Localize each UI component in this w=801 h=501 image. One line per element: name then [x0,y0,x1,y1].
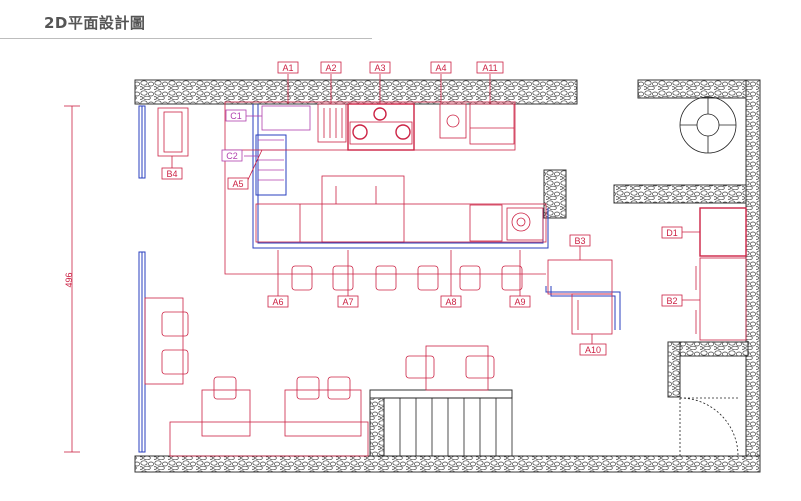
label-a4: A4 [430,61,452,74]
page-title: 2D平面設計圖 [44,14,146,32]
prep-table [321,175,405,243]
svg-text:D1: D1 [666,228,678,238]
label-d1: D1 [661,226,683,239]
svg-text:C1: C1 [230,111,242,121]
svg-text:A3: A3 [374,63,385,73]
label-b2: B2 [661,294,683,307]
svg-text:B4: B4 [166,169,177,179]
sink [261,105,311,131]
label-b3: B3 [569,234,591,247]
unit-d1 [699,207,747,257]
back-counter [255,203,547,243]
svg-text:A2: A2 [325,63,336,73]
steamer [469,204,503,242]
dimension-line: 496 [64,105,80,453]
svg-text:B3: B3 [574,236,585,246]
svg-text:A1: A1 [282,63,293,73]
svg-text:A9: A9 [514,297,525,307]
round-table [679,96,737,154]
walls [134,79,761,473]
svg-text:A10: A10 [585,345,601,355]
label-a6: A6 [267,295,289,308]
equipment-row [157,101,547,275]
svg-text:C2: C2 [226,151,238,161]
svg-text:A8: A8 [445,297,456,307]
label-a9: A9 [509,295,531,308]
cashier-area [547,207,747,341]
storage-shelves [383,397,513,457]
label-a1: A1 [277,61,299,74]
griddle [439,103,467,139]
window-frames [138,105,146,453]
svg-text:A7: A7 [342,297,353,307]
svg-text:A4: A4 [435,63,446,73]
label-a5: A5 [227,177,249,190]
svg-text:A5: A5 [232,179,243,189]
fridge-b4 [157,107,189,157]
counter-a11 [469,103,515,145]
title-divider [0,38,372,39]
label-a11: A11 [476,61,504,74]
label-a8: A8 [440,295,462,308]
label-a2: A2 [320,61,342,74]
svg-text:A6: A6 [272,297,283,307]
fryer [317,103,347,143]
label-b4: B4 [161,167,183,180]
unit-b2 [699,257,747,341]
bar-stools [291,265,523,291]
dimension-label: 496 [64,272,74,287]
label-a10: A10 [579,343,607,356]
label-a7: A7 [337,295,359,308]
wok [506,207,544,241]
svg-text:B2: B2 [666,296,677,306]
label-c2: C2 [221,149,243,162]
svg-text:A11: A11 [482,63,497,73]
label-a3: A3 [369,61,391,74]
dining-area [144,297,495,457]
label-c1: C1 [225,109,247,122]
gas-range [347,103,415,151]
leader-lines [171,74,700,344]
restroom-door [679,397,739,457]
